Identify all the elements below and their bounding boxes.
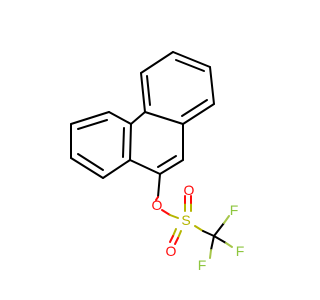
top-ring — [140, 51, 215, 125]
bond — [223, 215, 230, 224]
atom-label-s: S — [181, 212, 190, 228]
bond — [140, 51, 174, 74]
bond — [140, 72, 146, 113]
bond — [130, 111, 146, 125]
bond — [159, 159, 184, 175]
atom-label-o-ester: O — [152, 197, 163, 213]
bond — [174, 237, 179, 245]
bond — [129, 123, 132, 161]
bond — [161, 209, 171, 216]
bond — [213, 222, 225, 237]
bond — [210, 235, 215, 251]
bond — [169, 214, 179, 219]
bond — [144, 111, 184, 125]
bond — [194, 225, 204, 232]
double-bond-inner — [122, 127, 125, 158]
atom-labels: O S O O F F F — [152, 182, 245, 273]
bond — [213, 235, 227, 244]
bond — [209, 249, 212, 259]
bond — [209, 66, 215, 105]
atom-label-o-top: O — [184, 182, 195, 198]
double-bond-inner — [77, 119, 108, 130]
bond — [169, 235, 174, 243]
bond — [177, 230, 182, 239]
atom-label-f-right: F — [236, 243, 245, 259]
bond — [225, 242, 233, 248]
bond — [108, 111, 132, 125]
structure-drawing: O S O O F F F — [70, 51, 245, 273]
bond — [70, 111, 110, 125]
atom-label-o-bottom: O — [166, 243, 177, 259]
bond — [157, 173, 161, 198]
bond — [70, 157, 104, 179]
bond — [172, 51, 211, 68]
molecule-diagram: O S O O F F F — [70, 51, 245, 273]
bond — [172, 228, 177, 237]
atom-label-f-left: F — [198, 257, 207, 273]
double-bond-inner — [175, 59, 205, 72]
double-bond-inner — [157, 155, 177, 168]
bond — [102, 159, 131, 179]
double-bond-inner — [146, 75, 151, 106]
central-ring — [129, 111, 184, 175]
double-bond-inner — [181, 99, 208, 117]
left-ring — [70, 111, 132, 179]
double-bond-inner — [77, 153, 104, 171]
bond — [155, 196, 159, 201]
bond — [202, 230, 215, 237]
bond — [129, 159, 161, 175]
bond — [182, 103, 215, 125]
atom-label-f-top: F — [230, 202, 239, 218]
triflate-group — [155, 173, 233, 259]
